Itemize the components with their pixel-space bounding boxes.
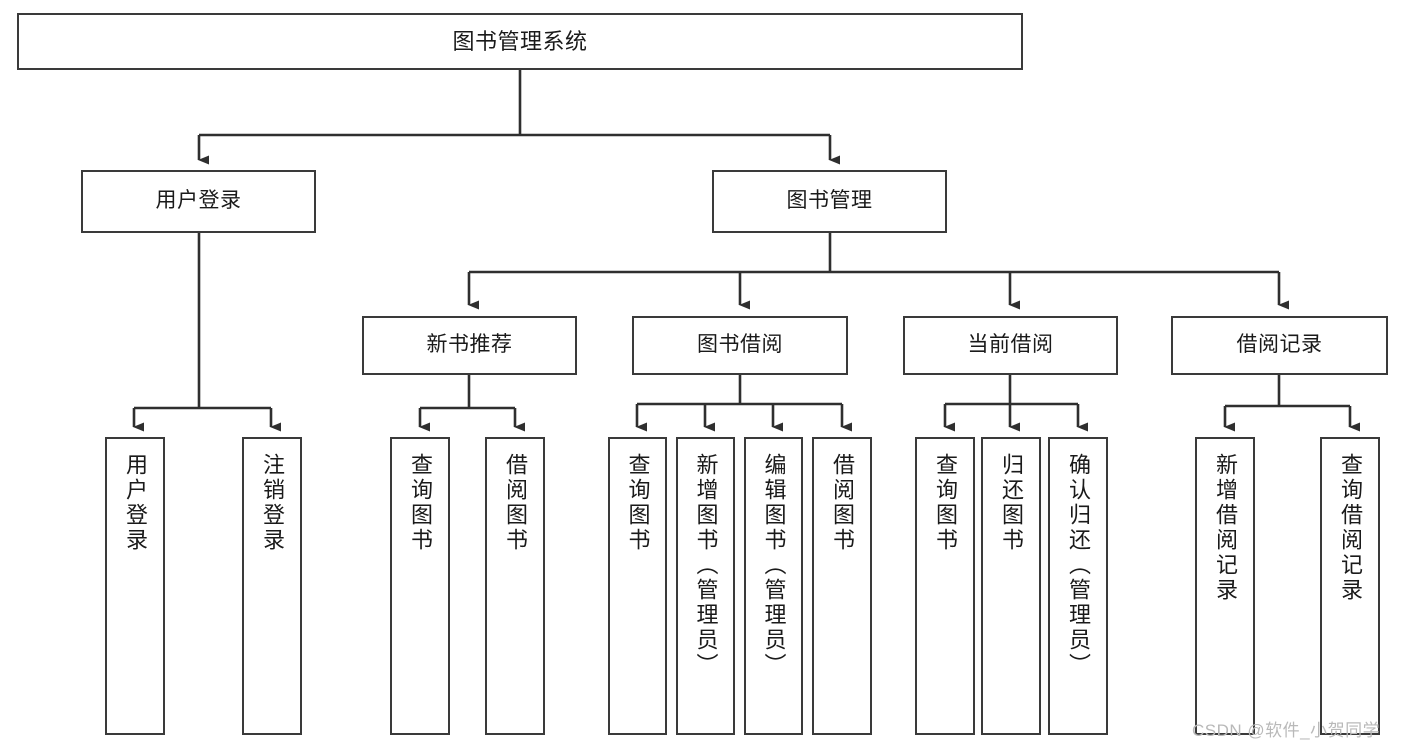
node-label: 查询图书 [933, 453, 958, 553]
leaf-注销登录[interactable]: 注销登录 [242, 437, 302, 735]
node-label: 用户登录 [155, 189, 242, 213]
node-label: 图书借阅 [697, 333, 783, 357]
node-label: 当前借阅 [967, 333, 1054, 357]
node-图书管理[interactable]: 图书管理 [712, 170, 947, 233]
node-root-图书管理系统[interactable]: 图书管理系统 [17, 13, 1023, 70]
node-label: 新增借阅记录 [1213, 453, 1238, 603]
node-label: 新书推荐 [426, 333, 513, 357]
leaf-编辑图书-管理员[interactable]: 编辑图书（管理员） [744, 437, 803, 735]
leaf-查询借阅记录[interactable]: 查询借阅记录 [1320, 437, 1380, 735]
node-图书借阅[interactable]: 图书借阅 [632, 316, 848, 375]
leaf-新增图书-管理员[interactable]: 新增图书（管理员） [676, 437, 735, 735]
node-label: 注销登录 [260, 453, 285, 553]
node-借阅记录[interactable]: 借阅记录 [1171, 316, 1388, 375]
node-新书推荐[interactable]: 新书推荐 [362, 316, 577, 375]
node-label: 查询图书 [408, 453, 433, 553]
node-label: 借阅记录 [1236, 333, 1323, 357]
node-label: 借阅图书 [830, 453, 855, 553]
node-label: 图书管理 [786, 189, 873, 213]
leaf-查询图书-当前借阅[interactable]: 查询图书 [915, 437, 975, 735]
leaf-借阅图书-图书借阅[interactable]: 借阅图书 [812, 437, 872, 735]
node-label: 查询图书 [625, 453, 651, 553]
leaf-归还图书[interactable]: 归还图书 [981, 437, 1041, 735]
node-label: 编辑图书（管理员） [761, 453, 787, 678]
node-label: 用户登录 [123, 453, 148, 553]
leaf-借阅图书-新书推荐[interactable]: 借阅图书 [485, 437, 545, 735]
node-当前借阅[interactable]: 当前借阅 [903, 316, 1118, 375]
leaf-新增借阅记录[interactable]: 新增借阅记录 [1195, 437, 1255, 735]
node-label: 查询借阅记录 [1338, 453, 1363, 603]
node-label: 确认归还（管理员） [1066, 453, 1091, 678]
node-label: 新增图书（管理员） [693, 453, 719, 678]
node-label: 借阅图书 [503, 453, 528, 553]
csdn-watermark: CSDN @软件_小贺同学 [1192, 721, 1381, 740]
node-label: 图书管理系统 [452, 28, 588, 54]
leaf-查询图书-图书借阅[interactable]: 查询图书 [608, 437, 667, 735]
leaf-用户登录[interactable]: 用户登录 [105, 437, 165, 735]
node-label: 归还图书 [999, 453, 1024, 553]
node-用户登录[interactable]: 用户登录 [81, 170, 316, 233]
leaf-查询图书-新书推荐[interactable]: 查询图书 [390, 437, 450, 735]
leaf-确认归还-管理员[interactable]: 确认归还（管理员） [1048, 437, 1108, 735]
